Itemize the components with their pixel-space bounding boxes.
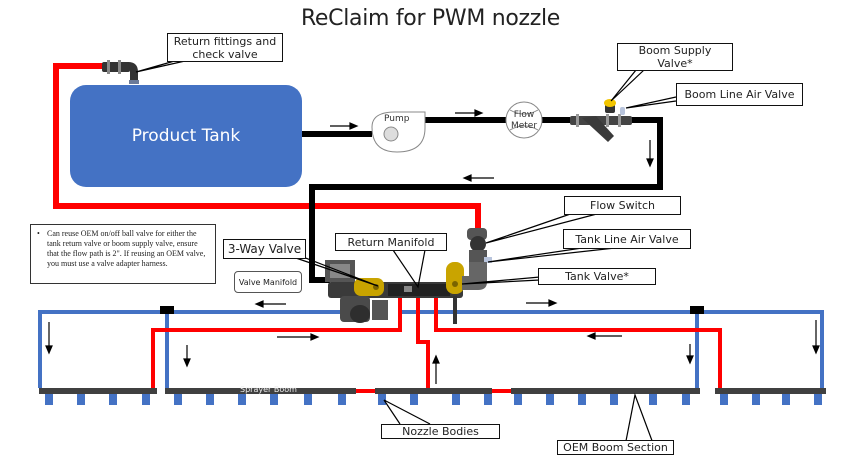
- boom-line-left: [38, 310, 340, 388]
- return-line-right-section: [434, 290, 722, 388]
- callout-leaders: [135, 57, 677, 447]
- nozzle-body: [682, 394, 690, 405]
- callout-three-way-valve: 3-Way Valve: [223, 239, 306, 259]
- note-text: Can reuse OEM on/off ball valve for eith…: [47, 229, 206, 268]
- nozzle-body: [514, 394, 522, 405]
- nozzle-body: [752, 394, 760, 405]
- supply-line-to-manifold: [309, 117, 663, 283]
- nozzle-body: [338, 394, 346, 405]
- callout-nozzle-bodies: Nozzle Bodies: [381, 424, 500, 439]
- nozzle-body: [782, 394, 790, 405]
- flow-meter-icon: [505, 101, 543, 139]
- nozzle-body: [484, 394, 492, 405]
- boom-line-right: [400, 310, 824, 388]
- nozzle-body: [720, 394, 728, 405]
- callout-return-fittings: Return fittings and check valve: [167, 33, 283, 62]
- reuse-note: • Can reuse OEM on/off ball valve for ei…: [30, 224, 216, 284]
- leader-tank-air: [487, 247, 616, 263]
- callout-boom-supply-line2: Valve*: [657, 57, 693, 70]
- nozzle-body: [270, 394, 278, 405]
- leader-oem-boom: [624, 392, 655, 447]
- leader-nozzle-bodies: [383, 399, 431, 425]
- nozzle-body: [814, 394, 822, 405]
- nozzle-body: [610, 394, 618, 405]
- leader-return-fittings: [135, 57, 186, 73]
- leader-tank-valve: [461, 276, 541, 285]
- nozzle-body: [452, 394, 460, 405]
- flow-switch-icon: [462, 228, 492, 290]
- leader-return-manifold: [392, 249, 426, 289]
- callout-boom-line-air-valve: Boom Line Air Valve: [676, 83, 803, 106]
- callout-boom-supply-line1: Boom Supply: [638, 44, 712, 57]
- nozzle-body: [174, 394, 182, 405]
- leader-flow-switch: [485, 209, 613, 244]
- tee-fitting-left: [160, 306, 174, 314]
- nozzle-body: [109, 394, 117, 405]
- nozzle-body: [206, 394, 214, 405]
- nozzle-body: [77, 394, 85, 405]
- note-bullet: •: [37, 229, 40, 238]
- tee-fitting-right: [690, 306, 704, 314]
- return-line-tank: [53, 63, 481, 228]
- nozzle-body: [578, 394, 586, 405]
- return-line-center-section: [416, 290, 430, 388]
- flow-meter-label-line2: Meter: [510, 121, 538, 131]
- nozzle-body: [238, 394, 246, 405]
- nozzle-bodies: [45, 394, 822, 405]
- nozzle-body: [304, 394, 312, 405]
- leader-boom-supply: [610, 69, 645, 102]
- check-valve-icon: [102, 60, 139, 84]
- boom-section-3: [375, 388, 492, 394]
- pump-icon: [371, 111, 426, 153]
- boom-joint-red-1: [356, 389, 375, 393]
- strainer-icon: [570, 114, 632, 142]
- return-line-left-section: [151, 290, 402, 388]
- callout-return-fittings-line2: check valve: [192, 47, 258, 61]
- nozzle-body: [410, 394, 418, 405]
- callout-return-fittings-line1: Return fittings and: [173, 34, 277, 48]
- callout-oem-boom-section: OEM Boom Section: [557, 440, 674, 455]
- boom-section-1: [39, 388, 157, 394]
- callout-boom-supply-valve: Boom Supply Valve*: [617, 43, 733, 71]
- page-title: ReClaim for PWM nozzle: [300, 6, 561, 31]
- callout-tank-line-air-valve: Tank Line Air Valve: [563, 229, 691, 249]
- sprayer-boom-label: Sprayer Boom: [240, 385, 297, 394]
- nozzle-body: [45, 394, 53, 405]
- flow-meter-label: Flow Meter: [510, 110, 538, 132]
- leader-three-way: [289, 251, 379, 287]
- boom-line-air-valve-icon: [620, 107, 625, 115]
- callout-return-manifold: Return Manifold: [335, 233, 447, 251]
- tank-valve-icon: [446, 262, 464, 324]
- leader-boom-air: [625, 96, 677, 109]
- nozzle-body: [546, 394, 554, 405]
- nozzle-body: [378, 394, 386, 405]
- boom-section-5: [715, 388, 826, 394]
- boom-section-4: [511, 388, 700, 394]
- three-way-valve-icon: [354, 278, 384, 296]
- nozzle-body: [649, 394, 657, 405]
- flow-arrows: [45, 109, 820, 384]
- nozzle-body: [142, 394, 150, 405]
- callout-flow-switch: Flow Switch: [564, 196, 681, 215]
- callout-tank-valve: Tank Valve*: [538, 268, 656, 285]
- pump-label: Pump: [384, 114, 410, 124]
- boom-section-2: [165, 388, 356, 394]
- boom-joint-red-2: [492, 389, 511, 393]
- product-tank: [70, 85, 302, 187]
- flow-meter-label-line1: Flow: [513, 110, 535, 120]
- boom-supply-valve-icon: [604, 99, 616, 113]
- valve-manifold-label: Valve Manifold: [234, 271, 302, 293]
